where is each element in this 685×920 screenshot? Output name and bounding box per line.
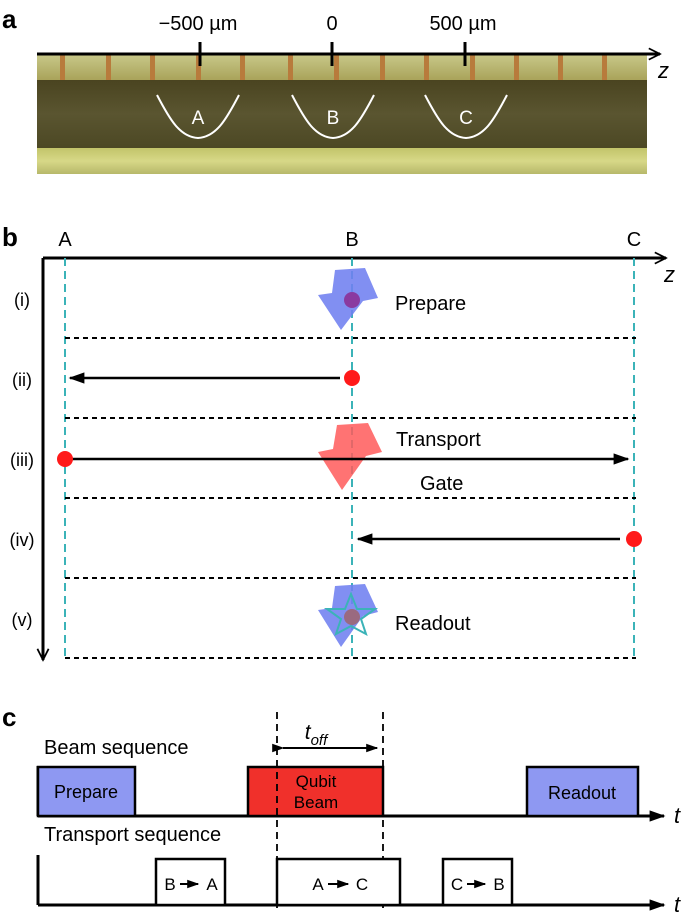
well-label-c: C bbox=[459, 108, 473, 129]
potential-well-a bbox=[156, 94, 240, 140]
z-axis-a-label: z bbox=[657, 58, 669, 83]
prepare-pulse bbox=[36, 765, 137, 818]
toff-label-main: t bbox=[305, 721, 312, 744]
step-label-i: (i) bbox=[14, 290, 30, 310]
chip-image bbox=[37, 54, 647, 174]
well-label-a: A bbox=[192, 108, 205, 129]
transport-a-to-c-from: A bbox=[312, 875, 324, 894]
transport-sequence-label: Transport sequence bbox=[44, 824, 221, 846]
beam-t-label: t bbox=[674, 803, 681, 828]
transport-b-to-a-from: B bbox=[164, 875, 175, 894]
panel-b-label: b bbox=[2, 222, 18, 252]
ion-step-iv bbox=[626, 531, 642, 547]
potential-well-b bbox=[291, 94, 375, 140]
transport-b-to-a-to: A bbox=[206, 875, 218, 894]
transport-c-to-b-from: C bbox=[451, 875, 463, 894]
ion-prepare bbox=[344, 292, 360, 308]
prepare-pulse-label: Prepare bbox=[54, 782, 118, 802]
annotation-prepare: Prepare bbox=[395, 293, 466, 315]
ion-readout bbox=[344, 609, 360, 625]
readout-pulse-label: Readout bbox=[548, 783, 616, 803]
transport-t-label: t bbox=[674, 892, 681, 917]
panel-a-label: a bbox=[2, 4, 17, 34]
well-label-b: B bbox=[327, 108, 340, 129]
z-axis-b-label: z bbox=[663, 262, 675, 287]
qubit-beam-pulse bbox=[246, 765, 385, 818]
beam-sequence-label: Beam sequence bbox=[44, 737, 189, 759]
toff-label-sub: off bbox=[311, 732, 330, 749]
panel-b: b A B C z (i) (ii) (iii) (iv) (v) Prepar… bbox=[2, 222, 675, 660]
potential-well-c bbox=[424, 94, 508, 140]
toff-label: toff bbox=[305, 721, 329, 749]
panel-c-label: c bbox=[2, 702, 16, 732]
transport-pulse-a-to-c bbox=[275, 857, 402, 907]
annotation-gate: Gate bbox=[420, 473, 463, 495]
panel-c: c Beam sequence Transport sequence t Pre… bbox=[2, 702, 681, 917]
step-label-iv: (iv) bbox=[10, 530, 35, 550]
step-label-v: (v) bbox=[12, 610, 33, 630]
readout-pulse bbox=[525, 765, 640, 818]
tick-label-minus-500: −500 µm bbox=[159, 13, 238, 35]
position-label-b: B bbox=[345, 229, 358, 251]
annotation-transport: Transport bbox=[396, 429, 481, 451]
electrode-gaps bbox=[60, 54, 607, 80]
tick-label-plus-500: 500 µm bbox=[429, 13, 496, 35]
qubit-beam-label-1: Qubit bbox=[296, 772, 337, 791]
transport-a-to-c-to: C bbox=[356, 875, 368, 894]
ion-step-iii bbox=[57, 451, 73, 467]
annotation-readout: Readout bbox=[395, 613, 471, 635]
gate-beam-arrow bbox=[318, 423, 382, 490]
ion-step-ii bbox=[344, 370, 360, 386]
step-label-iii: (iii) bbox=[10, 450, 34, 470]
tick-label-zero: 0 bbox=[326, 13, 337, 35]
position-label-c: C bbox=[627, 229, 641, 251]
panel-a: a z bbox=[2, 4, 669, 174]
readout-star-icon bbox=[323, 591, 379, 637]
qubit-beam-label-2: Beam bbox=[294, 793, 338, 812]
transport-c-to-b-to: B bbox=[493, 875, 504, 894]
position-label-a: A bbox=[58, 229, 72, 251]
step-label-ii: (ii) bbox=[12, 370, 32, 390]
